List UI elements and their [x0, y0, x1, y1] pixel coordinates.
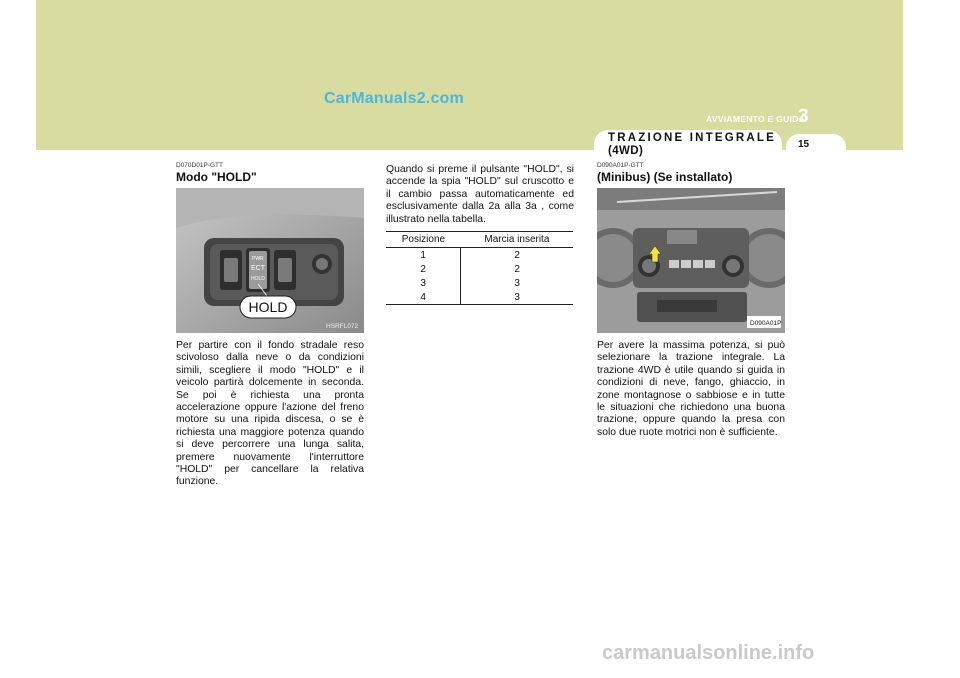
- section-title-tab: [594, 130, 782, 158]
- hold-switch-illustration: PWR ECT HOLD HOLD HSRFL072: [176, 188, 364, 333]
- switch-label-pwr: PWR: [252, 256, 264, 262]
- hold-switch-photo: PWR ECT HOLD HOLD HSRFL072: [176, 188, 364, 333]
- dashboard-illustration: D090A01P: [597, 188, 785, 333]
- header-band: [0, 0, 903, 150]
- hold-section-code: D070D01P-GTT: [176, 162, 223, 169]
- left-margin: [0, 0, 36, 150]
- fourwd-section-code: D090A01P-GTT: [597, 162, 644, 169]
- hold-section-heading: Modo "HOLD": [176, 170, 257, 184]
- dashboard-photo: D090A01P: [597, 188, 785, 333]
- watermark-link[interactable]: CarManuals2.com: [324, 90, 464, 107]
- hold-paragraph: Per partire con il fondo stradale reso s…: [176, 340, 364, 488]
- table-row: 1 2: [386, 247, 573, 262]
- switch-label-ect: ECT: [251, 265, 266, 272]
- table-cell: 2: [460, 247, 573, 262]
- hold-callout: HOLD: [249, 299, 288, 315]
- column-header-marcia: Marcia inserita: [460, 231, 573, 248]
- table-row: 3 3: [386, 276, 573, 290]
- gear-table: Posizione Marcia inserita 1 2 2 2 3 3 4 …: [386, 231, 573, 305]
- table-cell: 3: [420, 277, 426, 289]
- fourwd-section-heading: (Minibus) (Se installato): [597, 170, 733, 184]
- table-cell: 3: [460, 276, 573, 290]
- table-row: 2 2: [386, 262, 573, 276]
- table-cell: 1: [420, 249, 426, 261]
- hold-table-intro: Quando si preme il pulsante "HOLD", si a…: [386, 164, 574, 225]
- section-title: TRAZIONE INTEGRALE (4WD): [608, 132, 784, 158]
- section-title-line1: TRAZIONE INTEGRALE: [608, 132, 777, 144]
- column-header-posizione: Posizione: [386, 231, 461, 248]
- footer-watermark[interactable]: carmanualsonline.info: [602, 642, 815, 664]
- table-row: 4 3: [386, 290, 573, 305]
- table-cell: 4: [386, 290, 461, 305]
- section-title-line2: (4WD): [608, 145, 644, 157]
- switch-label-hold: HOLD: [251, 276, 265, 282]
- chapter-number: 3: [798, 106, 809, 127]
- hold-image-code: HSRFL072: [326, 323, 359, 330]
- fourwd-paragraph: Per avere la massima potenza, si può sel…: [597, 340, 785, 438]
- page-number-tab: [786, 134, 846, 160]
- page-number: 15: [798, 139, 810, 150]
- chapter-label: AVVIAMENTO E GUIDA: [706, 114, 806, 124]
- table-cell: 2: [460, 262, 573, 276]
- arrow-up-icon: [648, 245, 662, 263]
- table-cell: 2: [420, 263, 426, 275]
- table-cell: 3: [460, 290, 573, 305]
- fourwd-image-code: D090A01P: [750, 320, 781, 327]
- gear-table-header: Posizione Marcia inserita: [386, 231, 573, 248]
